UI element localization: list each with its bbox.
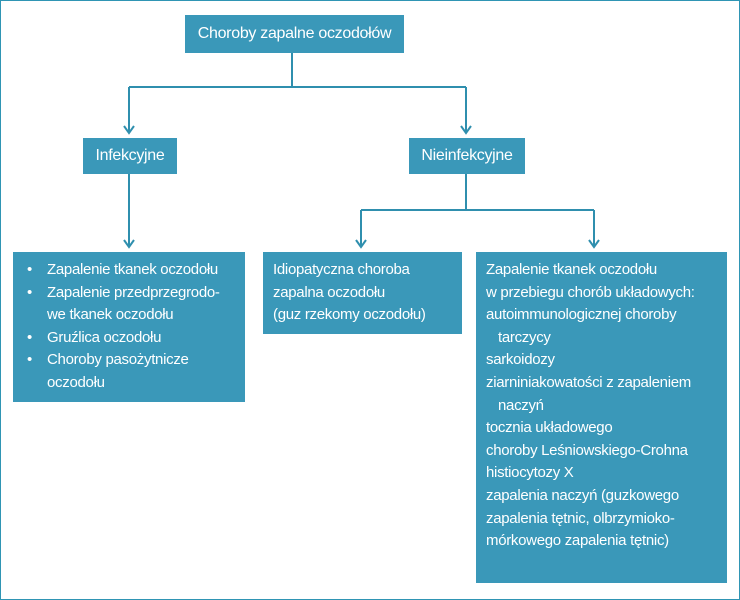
node-root-label: Choroby zapalne oczodołów [197,25,392,42]
list-item: Gruźlica oczodołu [27,327,239,350]
text-line: zapalna oczodołu [273,283,385,301]
text-line: zapalenia naczyń (guzkowego [486,486,679,504]
list-item-text: Choroby pasożytnicze oczodołu [47,351,189,391]
text-line: choroby Leśniowskiego-Crohna [486,441,688,459]
list-item: Zapalenie przedprzegrodo- we tkanek oczo… [27,282,239,327]
text-line: Idiopatyczna choroba [273,261,410,278]
text-line: (guz rzekomy oczodołu) [273,306,426,324]
node-idiopathic: Idiopatyczna choroba zapalna oczodołu (g… [263,252,462,334]
node-infectious-label: Infekcyjne [95,147,165,164]
list-item-text: Zapalenie przedprzegrodo- we tkanek oczo… [47,283,220,324]
text-line: histiocytozy X [486,464,574,482]
infectious-bullet-list: Zapalenie tkanek oczodołu Zapalenie prze… [27,259,239,395]
list-item-text: Gruźlica oczodołu [47,328,162,346]
text-line: sarkoidozy [486,351,555,369]
node-noninfectious: Nieinfekcyjne [409,138,525,174]
arrowhead-noninfectious [460,125,472,135]
arrowhead-idiopathic [355,239,367,249]
text-line: zapalenia tętnic, olbrzymioko- [486,509,675,527]
text-line: mórkowego zapalenia tętnic) [486,532,669,550]
text-line: w przebiegu chorób układowych: [486,283,695,301]
text-line: autoimmunologicznej choroby [486,306,677,324]
node-noninfectious-label: Nieinfekcyjne [421,147,513,164]
list-item: Zapalenie tkanek oczodołu [27,259,239,282]
text-line: naczyń [498,396,544,414]
text-line: tarczycy [498,328,551,346]
node-infectious: Infekcyjne [83,138,177,174]
systemic-lines: Zapalenie tkanek oczodołu w przebiegu ch… [486,259,721,553]
list-item: Choroby pasożytnicze oczodołu [27,349,239,394]
text-line: ziarniniakowatości z zapaleniem [486,373,691,391]
node-root: Choroby zapalne oczodołów [185,15,404,53]
list-item-text: Zapalenie tkanek oczodołu [47,261,218,278]
arrowhead-infectious [123,125,135,135]
idiopathic-lines: Idiopatyczna choroba zapalna oczodołu (g… [273,259,456,327]
node-infectious-list: Zapalenie tkanek oczodołu Zapalenie prze… [13,252,245,402]
arrowhead-infectious-list [123,239,135,249]
text-line: Zapalenie tkanek oczodołu [486,261,657,278]
node-systemic: Zapalenie tkanek oczodołu w przebiegu ch… [476,252,727,583]
arrowhead-systemic [588,239,600,249]
text-line: tocznia układowego [486,419,613,437]
